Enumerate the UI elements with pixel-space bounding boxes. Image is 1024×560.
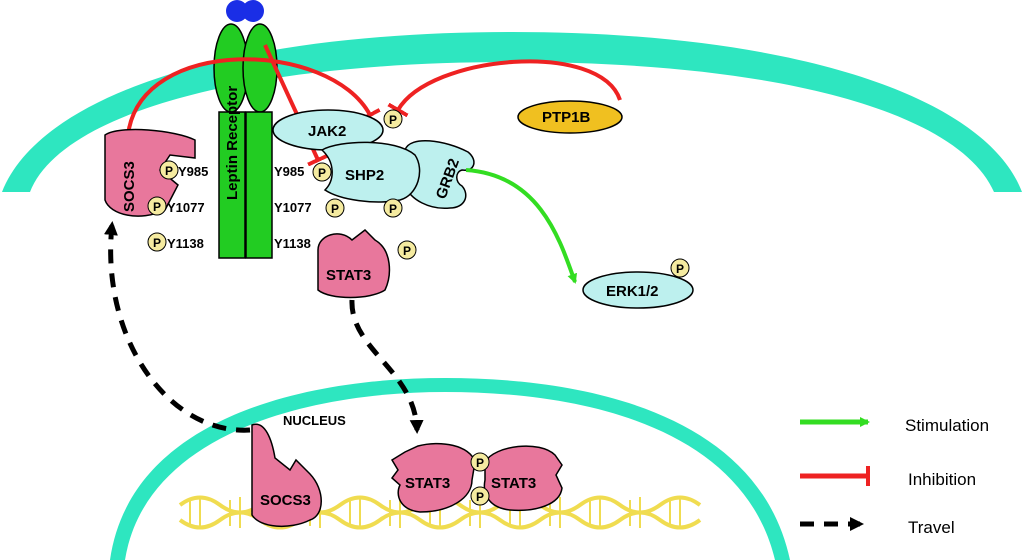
rp-y1077 [325, 198, 345, 218]
socs3-nuclear-protein [251, 423, 322, 528]
jak2-phospho [383, 109, 403, 129]
stat3-label: STAT3 [326, 267, 371, 284]
leptin-ligand-left [226, 0, 248, 22]
site-y1138-left: Y1138 [167, 236, 204, 251]
stat3-phospho [397, 240, 417, 260]
jak2-label: JAK2 [308, 123, 346, 140]
stimulation-grb2-erk [465, 168, 578, 284]
inhibition-ptp1b-jak2 [387, 59, 622, 118]
travel-socs3-to-cytoplasm [104, 221, 251, 433]
right-site-labels: Y985 Y1077 Y1138 [274, 164, 312, 251]
shp2-label: SHP2 [345, 167, 384, 184]
erk-protein [582, 271, 694, 309]
phospho-label: P [165, 164, 173, 178]
legend-travel-label: Travel [908, 518, 955, 537]
site-y1077-left: Y1077 [167, 200, 205, 215]
phospho-label: P [389, 113, 397, 127]
phospho-label: P [153, 200, 161, 214]
site-y1138-right: Y1138 [274, 236, 311, 251]
grb2-protein [404, 139, 475, 209]
legend-inhibition-label: Inhibition [908, 470, 976, 489]
socs3-label: SOCS3 [121, 161, 138, 212]
phospho-label: P [476, 490, 484, 504]
nucleus-label: NUCLEUS [283, 413, 346, 428]
dimer-phospho-top [470, 452, 490, 472]
erk-phospho [670, 258, 690, 278]
receptor-chain-left [218, 111, 246, 259]
left-phospho-sites: P Y985 P Y1077 P Y1138 [147, 160, 208, 252]
site-y985-left: Y985 [178, 164, 208, 179]
shp2-phospho [383, 198, 403, 218]
legend-inhibition-bar [866, 466, 870, 486]
site-y985-right: Y985 [274, 164, 304, 179]
leptin-ligand-right [242, 0, 264, 22]
dimer-phospho-bottom [470, 486, 490, 506]
phospho-label: P [476, 456, 484, 470]
receptor-chain-right [245, 111, 273, 259]
ptp1b-label: PTP1B [542, 109, 591, 126]
phospho-label: P [403, 244, 411, 258]
shp2-protein [320, 141, 421, 203]
rp-y985 [312, 162, 332, 182]
receptor-lobe-right [242, 23, 278, 113]
legend: Stimulation Inhibition Travel [800, 416, 989, 537]
phospho-label: P [318, 166, 326, 180]
stat3-dimer-left-label: STAT3 [405, 475, 450, 492]
stat3-dimer-right [483, 445, 563, 512]
stat3-dimer-left [390, 442, 476, 513]
stat3-dimer-right-label: STAT3 [491, 475, 536, 492]
phospho-label: P [153, 236, 161, 250]
ptp1b-protein [517, 100, 623, 134]
socs3-nuclear-label: SOCS3 [260, 492, 311, 509]
site-y1077-right: Y1077 [274, 200, 312, 215]
inhibition-socs3-jak2 [126, 57, 381, 136]
phospho-label: P [331, 202, 339, 216]
stat3-protein [317, 229, 391, 299]
travel-stat3-to-nucleus [349, 299, 424, 434]
erk-label: ERK1/2 [606, 283, 659, 300]
phospho-label: P [389, 202, 397, 216]
phospho-label: P [676, 262, 684, 276]
receptor-label: Leptin Receptor [224, 86, 241, 200]
legend-stimulation-label: Stimulation [905, 416, 989, 435]
